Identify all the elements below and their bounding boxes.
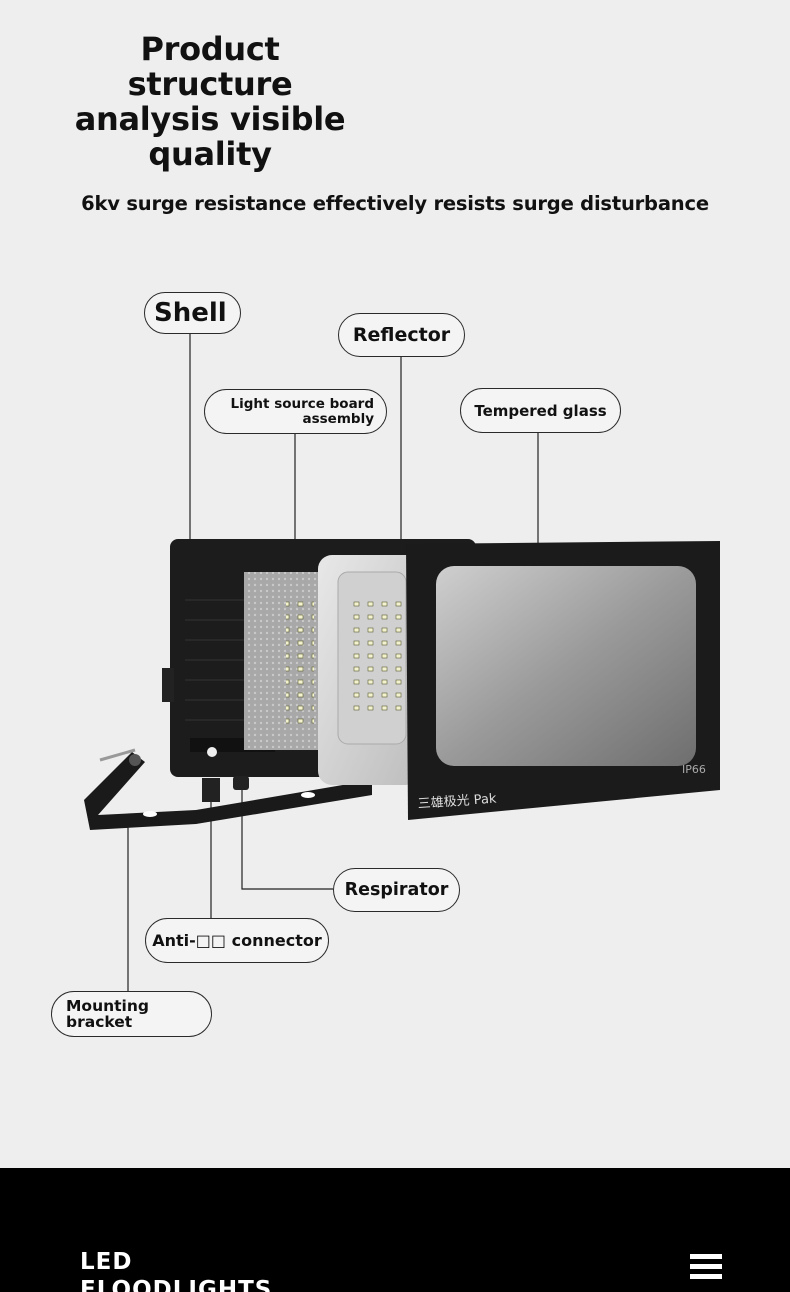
page-title: Product structure analysis visible quali… xyxy=(60,32,360,172)
mounting-bracket xyxy=(84,748,372,830)
callout-label: Reflector xyxy=(352,324,451,346)
callout-mounting-bracket: Mounting bracket xyxy=(51,991,212,1037)
footer-line: FLOODLIGHTS xyxy=(80,1277,273,1292)
reflector xyxy=(318,555,420,785)
callout-anti-connector: Anti-□□ connector xyxy=(145,918,329,963)
callout-label: Anti-□□ connector xyxy=(152,931,322,950)
callout-label: Mounting xyxy=(66,997,149,1015)
hamburger-menu-icon[interactable] xyxy=(690,1254,722,1280)
title-line: Product structure xyxy=(127,30,293,103)
callout-label: Respirator xyxy=(344,880,449,900)
brand-text: 三雄极光 Pak xyxy=(417,791,497,811)
title-line: quality xyxy=(148,135,272,173)
footer-bar: LED FLOODLIGHTS xyxy=(0,1168,790,1292)
footer-line: LED xyxy=(80,1249,133,1275)
floodlight-exploded-view: 三雄极光 Pak IP66 xyxy=(84,334,720,991)
callout-tempered-glass: Tempered glass xyxy=(460,388,621,433)
callout-respirator: Respirator xyxy=(333,868,460,912)
callout-label: Light source board xyxy=(230,395,374,412)
callout-label: bracket xyxy=(66,1013,133,1031)
page-subtitle: 6kv surge resistance effectively resists… xyxy=(81,192,709,215)
callout-label: Shell xyxy=(154,298,227,328)
title-line: analysis visible xyxy=(74,100,346,138)
callout-shell: Shell xyxy=(144,292,241,334)
callout-label: assembly xyxy=(302,410,375,427)
tempered-glass: 三雄极光 Pak IP66 xyxy=(406,541,720,820)
callout-light-source-board: Light source board assembly xyxy=(204,389,387,434)
footer-brand: LED FLOODLIGHTS xyxy=(80,1248,272,1292)
callout-reflector: Reflector xyxy=(338,313,465,357)
light-source-board xyxy=(244,572,322,750)
callout-label: Tempered glass xyxy=(474,401,607,420)
rating-text: IP66 xyxy=(682,763,706,776)
